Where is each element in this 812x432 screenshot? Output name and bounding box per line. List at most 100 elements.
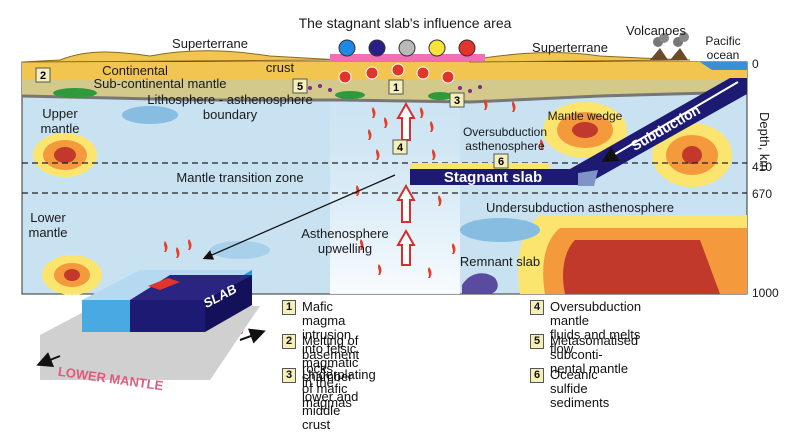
marker-6: 6	[493, 153, 509, 169]
continental-crust-label: Continental	[102, 63, 168, 78]
legend-item-1: 1 Mafic magma intrusion into felsic magm…	[282, 300, 358, 384]
mantle-wedge-label: Mantle wedge	[548, 109, 623, 123]
melt-flame	[512, 101, 516, 112]
text-line: asthenosphere	[465, 139, 545, 153]
stagnant-slab-label: Stagnant slab	[444, 169, 542, 186]
depth-tick-1000: 1000	[752, 286, 779, 300]
continental-crust	[22, 62, 747, 80]
legend-num: 1	[282, 300, 296, 315]
legend-text: Oversubduction mantle fluids and melts f…	[550, 299, 642, 356]
melt-flame	[432, 149, 436, 160]
upwelling-column	[330, 100, 460, 294]
sub-continental-mantle-label: Sub-continental mantle	[94, 76, 227, 91]
melt-flame	[438, 195, 442, 206]
melt-flame	[176, 247, 180, 258]
melt-flame	[484, 99, 488, 110]
legend-num: 6	[530, 368, 544, 383]
diagram-title: The stagnant slab's influence area	[299, 15, 512, 31]
text-line: Lithosphere - asthenosphere	[147, 92, 313, 107]
legend-item-3: 3 Underplating of mafic magmas	[282, 368, 376, 410]
legend-item-5: 5 Metasomatised subconti- nental mantle	[530, 334, 638, 376]
underplating-body	[53, 88, 97, 98]
pacific-ocean	[700, 62, 747, 70]
lower-left-anomaly	[42, 255, 102, 295]
underplating-body	[428, 92, 452, 100]
zoom-arrow	[202, 174, 396, 260]
melt-flame	[188, 239, 192, 250]
legend-text: Mafic magma intrusion into felsic magmat…	[302, 299, 359, 384]
melt-flame	[356, 185, 360, 196]
text-line: Asthenosphere	[301, 226, 388, 241]
depth-tick-670: 670	[752, 187, 772, 201]
undersubduction-label: Undersubduction asthenosphere	[486, 200, 674, 215]
depth-tick-410: 410	[752, 160, 772, 174]
magma-chambers	[338, 63, 455, 84]
volcanoes	[650, 32, 689, 60]
legend-text: Underplating of mafic magmas	[302, 367, 376, 410]
melt-flame	[378, 264, 382, 275]
influence-circle	[338, 39, 356, 57]
marker-5: 5	[292, 78, 308, 94]
melt-flame	[372, 107, 376, 118]
svg-text:2: 2	[40, 70, 46, 82]
marker-4: 4	[392, 139, 408, 155]
superterrane-right-label: Superterrane	[532, 40, 608, 55]
svg-text:6: 6	[498, 156, 504, 168]
legend-num: 3	[282, 368, 296, 383]
legend-item-6: 6 Oceanic sulfide sediments	[530, 368, 609, 410]
right-anomaly	[652, 123, 732, 187]
melt-flame	[384, 117, 388, 128]
text-line: Upper	[42, 106, 78, 121]
svg-text:5: 5	[297, 81, 303, 93]
cold-patch	[460, 218, 540, 242]
svg-text:3: 3	[454, 95, 460, 107]
melt-flame	[430, 121, 434, 132]
svg-text:1: 1	[393, 82, 399, 94]
influence-circle	[368, 39, 386, 57]
text-line: upwelling	[318, 241, 372, 256]
lab-line	[21, 90, 748, 104]
melt-flame	[420, 107, 424, 118]
influence-circle	[398, 39, 416, 57]
upwelling-arrows	[396, 101, 416, 266]
marker-1: 1	[388, 79, 404, 95]
slab-block	[36, 270, 266, 380]
depth-axis-title: Depth, km	[757, 112, 772, 171]
influence-circle	[428, 39, 446, 57]
text-line: mantle	[28, 225, 67, 240]
text-line: Lower	[30, 210, 66, 225]
legend-item-4: 4 Oversubduction mantle fluids and melts…	[530, 300, 641, 356]
melt-flame	[540, 139, 544, 150]
marker-2: 2	[35, 67, 51, 83]
depth-tick-0: 0	[752, 57, 759, 71]
svg-text:4: 4	[397, 142, 404, 154]
mantle-wedge-anomaly	[543, 102, 627, 158]
mantle-transition-zone-label: Mantle transition zone	[176, 170, 303, 185]
lower-right-anomaly	[518, 215, 747, 294]
legend-num: 2	[282, 334, 296, 349]
stagnant-slab	[410, 78, 747, 185]
sulfide-sediment	[410, 163, 550, 169]
superterrane-right	[469, 52, 691, 63]
influence-circle	[458, 39, 476, 57]
text-line: ocean	[707, 48, 740, 62]
underplating-body	[335, 91, 365, 99]
text-line: Pacific	[705, 34, 740, 48]
text-line: mantle	[40, 121, 79, 136]
remnant-slab-label: Remnant slab	[460, 254, 540, 269]
legend-text: Oceanic sulfide sediments	[550, 367, 610, 410]
cold-patch	[210, 241, 270, 259]
melt-flame	[452, 243, 456, 254]
marker-3: 3	[449, 92, 465, 108]
legend-num: 4	[530, 300, 544, 315]
slab-tip	[578, 170, 598, 186]
influence-bar	[330, 54, 485, 61]
melt-flame	[368, 129, 372, 140]
melt-flame	[164, 241, 168, 252]
